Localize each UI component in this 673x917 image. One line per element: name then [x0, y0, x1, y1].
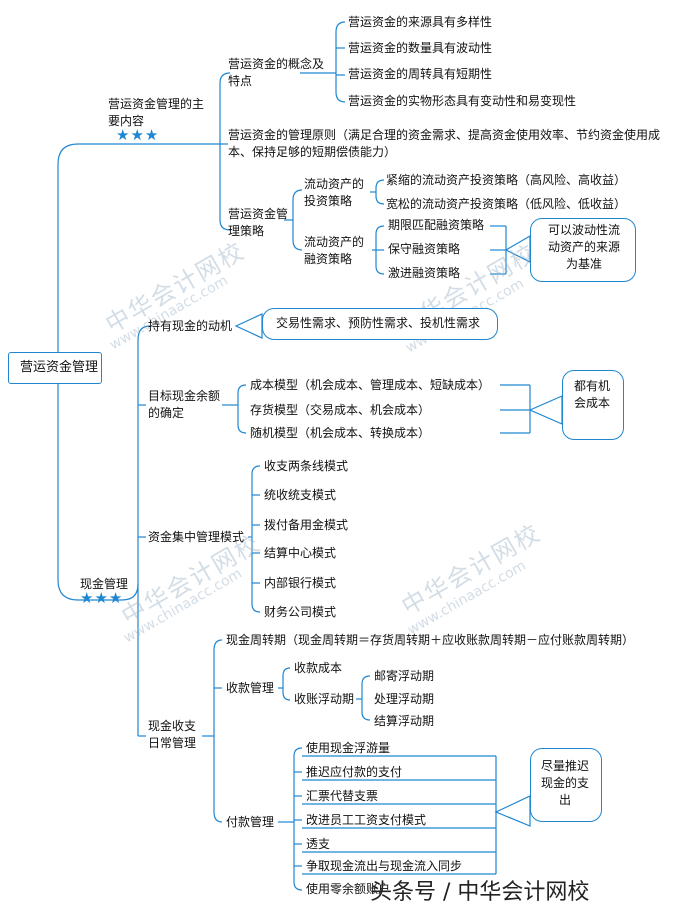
models-note-bubble	[562, 370, 624, 440]
central-item: 统收统支模式	[264, 488, 337, 502]
wc-strategy: 营运资金管理策略	[228, 207, 289, 238]
wc-feature: 营运资金的来源具有多样性	[348, 15, 493, 29]
invest-item: 宽松的流动资产投资策略（低风险、低收益）	[386, 197, 627, 211]
central-item: 拨付备用金模式	[264, 518, 349, 532]
cash-motive: 持有现金的动机	[148, 319, 233, 333]
finance-note: 可以波动性流动资产的来源为基准	[547, 223, 620, 271]
footer-credit: 头条号 / 中华会计网校	[370, 880, 590, 905]
cash-pay: 付款管理	[226, 815, 275, 829]
pay-item: 推迟应付款的支付	[306, 765, 403, 779]
pay-item: 争取现金流出与现金流入同步	[306, 859, 463, 873]
cash-model: 随机模型（机会成本、转换成本）	[250, 426, 431, 440]
pay-item: 使用现金浮游量	[306, 741, 391, 755]
finance-item: 保守融资策略	[388, 242, 461, 256]
cash-daily: 现金收支日常管理	[148, 719, 197, 750]
central-item: 收支两条线模式	[264, 459, 349, 473]
wc-feature: 营运资金的实物形态具有变动性和易变现性	[348, 94, 577, 108]
pay-note: 尽量推迟现金的支出	[540, 759, 589, 807]
wc-feature: 营运资金的周转具有短期性	[348, 67, 493, 81]
finance-item: 期限匹配融资策略	[388, 218, 485, 232]
wc-title: 营运资金管理的主要内容	[108, 97, 205, 128]
finance-note-bubble	[530, 218, 636, 282]
cash-title: 现金管理	[80, 577, 129, 591]
cash-model: 存货模型（交易成本、机会成本）	[250, 403, 431, 417]
pay-note-bubble	[530, 748, 602, 822]
float-item: 处理浮动期	[374, 692, 435, 706]
wc-feature: 营运资金的数量具有波动性	[348, 41, 493, 55]
float-item: 邮寄浮动期	[374, 669, 435, 683]
collect-float: 收账浮动期	[294, 692, 355, 706]
central-item: 财务公司模式	[264, 605, 337, 619]
root-label: 营运资金管理	[20, 360, 99, 375]
central-item: 内部银行模式	[264, 576, 337, 590]
wc-stars: ★★★	[116, 126, 160, 144]
central-item: 结算中心模式	[264, 546, 337, 560]
pay-item: 改进员工工资支付模式	[306, 813, 427, 827]
pay-item: 汇票代替支票	[306, 789, 379, 803]
motive-detail-bubble	[262, 308, 498, 340]
cash-model: 成本模型（机会成本、管理成本、短缺成本）	[250, 378, 491, 392]
cash-central: 资金集中管理模式	[148, 530, 245, 544]
root-node	[8, 352, 102, 384]
cash-collect: 收款管理	[226, 681, 275, 695]
wc-finance: 流动资产的融资策略	[304, 235, 365, 266]
wc-concept: 营运资金的概念及特点	[228, 57, 325, 88]
models-note: 都有机会成本	[573, 379, 610, 410]
wc-invest: 流动资产的投资策略	[304, 177, 365, 208]
motive-detail: 交易性需求、预防性需求、投机性需求	[276, 316, 481, 330]
float-item: 结算浮动期	[374, 714, 435, 728]
pay-item: 透支	[306, 837, 331, 851]
cash-cycle: 现金周转期（现金周转期＝存货周转期＋应收账款周转期－应付账款周转期）	[226, 633, 635, 647]
cash-stars: ★★★	[80, 589, 124, 607]
wc-principle: 营运资金的管理原则（满足合理的资金需求、提高资金使用效率、节约资金使用成本、保持…	[228, 128, 661, 159]
collect-cost: 收款成本	[294, 661, 343, 675]
finance-item: 激进融资策略	[388, 266, 461, 280]
cash-target: 目标现金余额的确定	[148, 389, 221, 420]
pay-item: 使用零余额账户	[306, 882, 391, 896]
invest-item: 紧缩的流动资产投资策略（高风险、高收益）	[386, 173, 627, 187]
